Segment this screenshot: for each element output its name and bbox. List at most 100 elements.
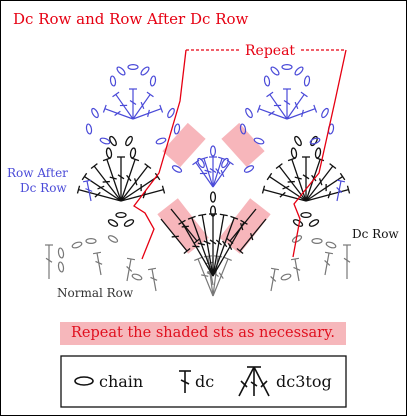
dc3tog-legend-label: dc3tog — [276, 372, 332, 391]
dc-stroke — [76, 185, 81, 194]
chain-stitch — [197, 157, 205, 169]
dc-stroke — [212, 214, 225, 277]
dc-stroke — [201, 214, 214, 277]
dc-stitch — [92, 251, 103, 276]
dc-stroke — [327, 191, 332, 199]
dc-stitch — [305, 163, 337, 202]
dc-stitch — [236, 218, 267, 255]
dc-stroke — [270, 268, 276, 292]
chain-legend-icon — [74, 376, 94, 386]
chain-stitch — [292, 219, 304, 227]
dc-stroke — [240, 219, 248, 225]
dc-stroke — [197, 242, 205, 246]
dc-stroke — [227, 242, 233, 250]
chain-stitch — [125, 135, 133, 147]
dc-stroke — [324, 251, 334, 255]
chain-stitch — [123, 219, 135, 227]
chain-stitch — [281, 63, 293, 70]
chain-stitch — [314, 147, 322, 159]
dc-stroke — [336, 187, 343, 193]
dc-stroke — [146, 91, 154, 98]
chain-stitch — [149, 75, 157, 87]
dc-stroke — [305, 188, 349, 202]
dc-stroke — [142, 191, 147, 199]
chain-stitch — [85, 238, 97, 245]
dc-stroke — [329, 163, 337, 170]
dc-stroke — [151, 268, 157, 292]
dc-stroke — [203, 255, 212, 258]
dc-stroke — [301, 109, 304, 118]
dc-stroke — [150, 276, 158, 281]
chain-legend-label: chain — [99, 372, 143, 391]
dc-stroke — [266, 91, 274, 98]
dc-stroke — [114, 110, 121, 116]
chain-stitch — [239, 123, 247, 135]
chain-stitch — [57, 261, 65, 273]
dc-stroke — [181, 221, 214, 277]
dc-stroke — [129, 100, 137, 105]
dc-stroke — [215, 239, 222, 246]
dc-stroke — [224, 256, 232, 261]
dc3tog-legend-icon — [238, 366, 270, 397]
dc-stroke — [187, 215, 196, 220]
dc-stroke — [147, 267, 157, 271]
chain-stitch — [115, 211, 127, 219]
dc-stroke — [198, 213, 207, 217]
dc-stroke — [220, 169, 225, 178]
dc-stroke — [193, 237, 201, 245]
dc-stroke — [282, 185, 290, 190]
chain-stitch — [107, 219, 119, 227]
chain-stitch — [209, 191, 217, 203]
dc-stitch — [212, 215, 239, 277]
chain-stitch — [129, 147, 137, 159]
repeat-bracket — [133, 49, 347, 260]
dc-stroke — [215, 168, 221, 175]
dc-stitch — [194, 256, 214, 297]
dc-stroke — [132, 94, 151, 120]
row-after-dc-row-stitches — [82, 63, 346, 202]
chain-stitch — [209, 205, 217, 217]
dc-stroke — [212, 258, 229, 297]
dc-stroke — [218, 272, 224, 279]
dc-stitch — [187, 215, 214, 277]
dc-stroke — [236, 247, 244, 255]
chain-stitch — [167, 107, 175, 119]
dc-stroke — [270, 267, 280, 271]
chain-stitch — [105, 147, 113, 159]
chain-stitch — [280, 273, 292, 281]
dc-stroke — [318, 178, 323, 186]
dc-stroke — [86, 180, 92, 202]
dc-stroke — [95, 260, 103, 265]
dc-stitch — [305, 172, 346, 202]
dc-stroke — [324, 259, 331, 266]
dc-stroke — [212, 158, 223, 188]
dc-stroke — [219, 213, 228, 217]
dc-stroke — [313, 104, 318, 113]
dc-stroke — [183, 247, 191, 255]
dc-stitch — [112, 91, 134, 120]
dc-stroke — [78, 188, 122, 202]
dc-stitch — [90, 163, 122, 202]
dc-legend-icon — [179, 370, 191, 393]
shaded-repeat-areas — [157, 122, 271, 254]
dc-stroke — [160, 218, 188, 252]
dc-stitch — [126, 257, 136, 282]
dc-stitch — [170, 208, 201, 245]
dc-stroke — [261, 185, 266, 194]
dc-stroke — [275, 163, 283, 170]
dc-stitch — [261, 185, 307, 202]
dc-stroke — [230, 215, 239, 220]
dc-stroke — [302, 174, 310, 180]
dc-stroke — [126, 174, 132, 182]
chain-stitch — [309, 137, 321, 145]
dc-stroke — [140, 101, 145, 110]
row-after-dc-row-label-line2: Dc Row — [20, 181, 67, 195]
dc-stroke — [171, 235, 179, 238]
chain-stitch — [221, 157, 229, 169]
dc-stroke — [212, 217, 235, 277]
dc-legend-label: dc — [195, 372, 214, 391]
dc-stroke — [226, 237, 234, 245]
dc-stroke — [201, 274, 209, 277]
chain-stitch — [173, 123, 181, 135]
dc-stitch — [283, 88, 291, 119]
